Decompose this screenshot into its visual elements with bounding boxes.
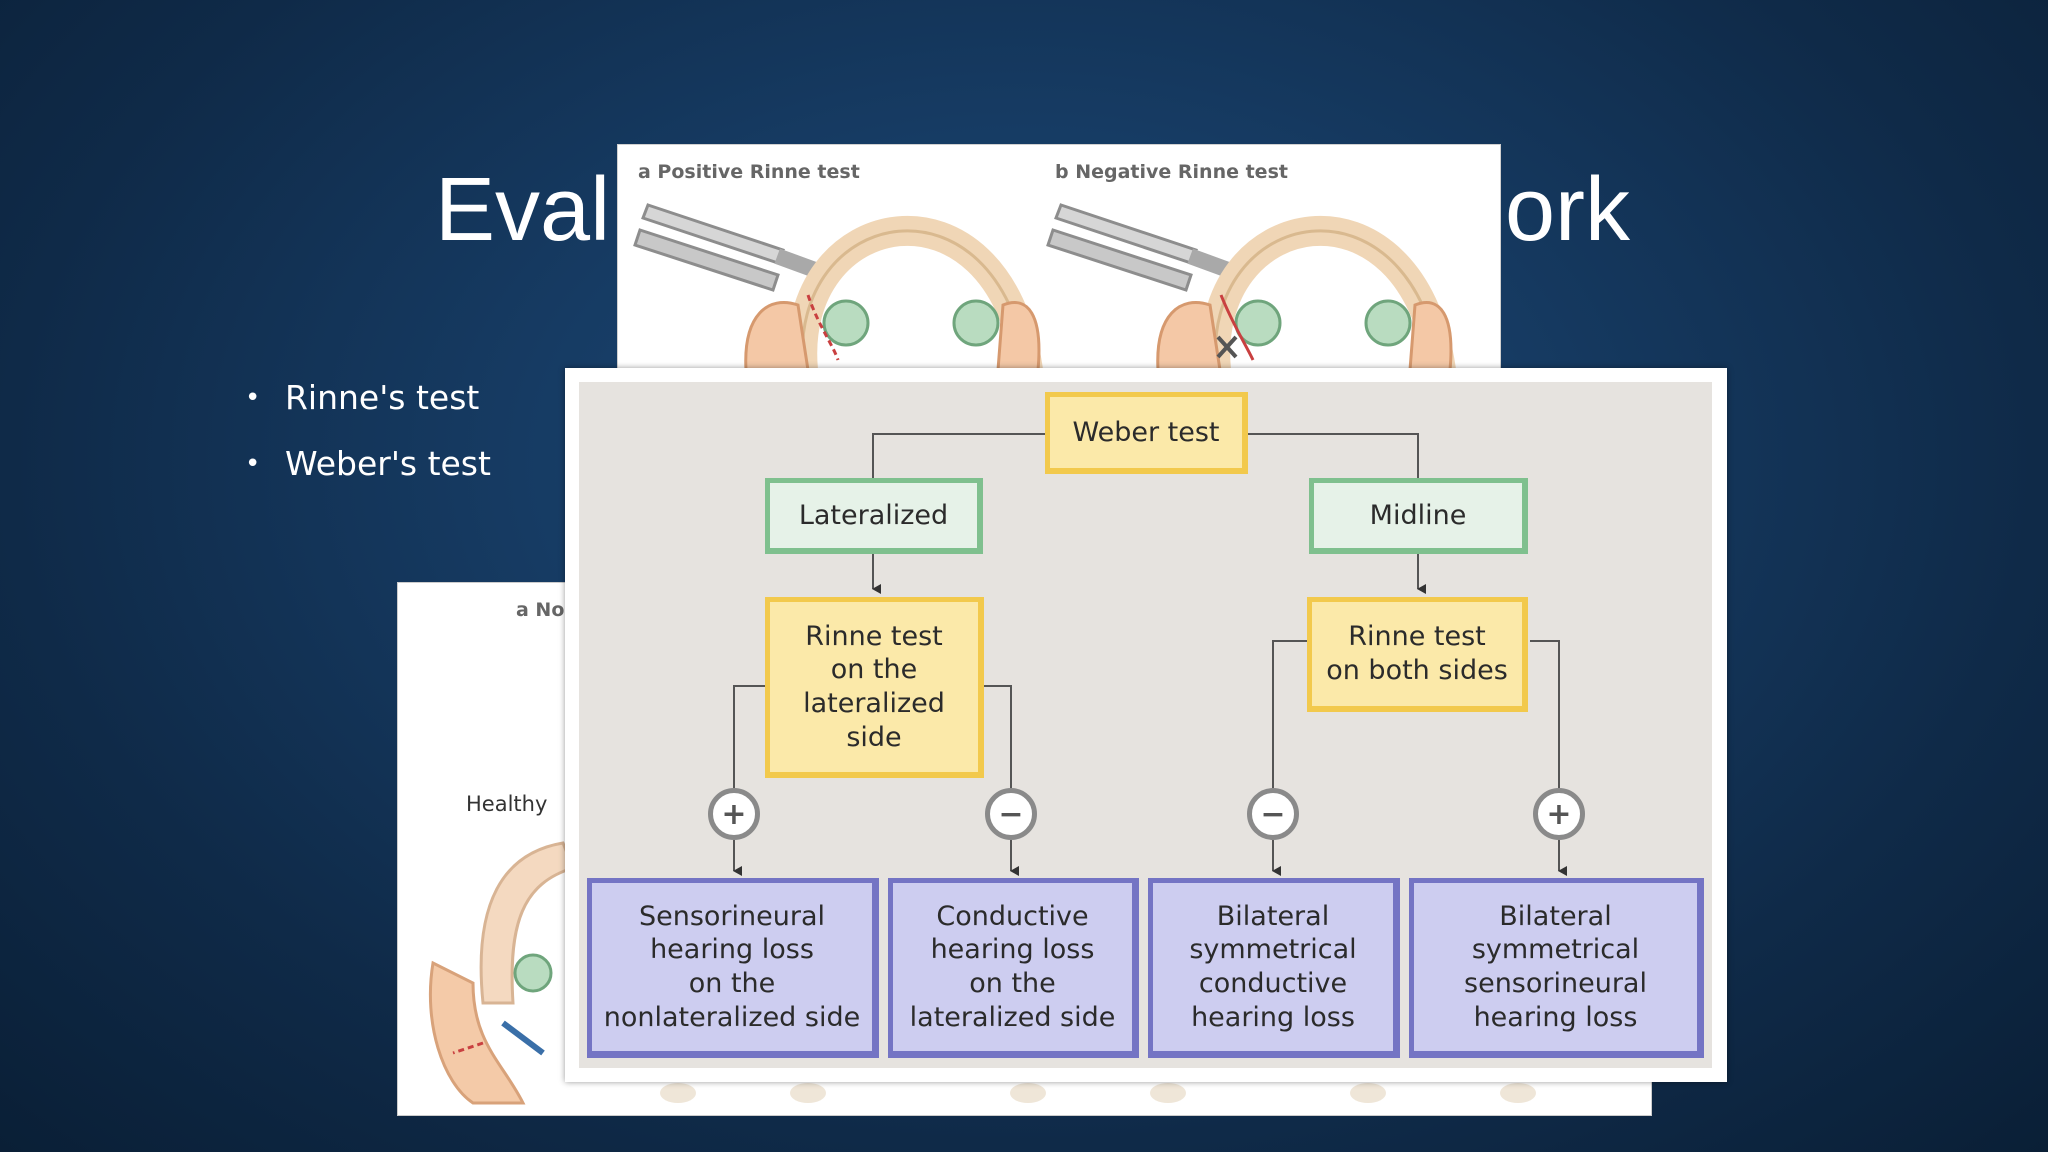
outcome-bilateral-conductive: Bilateral symmetrical conductive hearing… bbox=[1148, 878, 1400, 1058]
panel-b-label: b Negative Rinne test bbox=[1055, 161, 1288, 183]
tuning-fork-icon bbox=[1046, 203, 1231, 292]
bullet-item: Rinne's test bbox=[245, 365, 491, 431]
bottom-figure-fragments bbox=[648, 1083, 1648, 1113]
rinne-both-sides-node: Rinne test on both sides bbox=[1307, 597, 1528, 712]
top-figure-card: a Positive Rinne test b Negative Rinne t… bbox=[617, 144, 1501, 371]
outcome-conductive-lateralized: Conductive hearing loss on the lateraliz… bbox=[888, 878, 1139, 1058]
outcome-sensorineural-nonlateralized: Sensorineural hearing loss on the nonlat… bbox=[587, 878, 879, 1058]
title-right-fragment: ork bbox=[1505, 160, 1631, 260]
bullet-list: Rinne's test Weber's test bbox=[245, 365, 491, 497]
healthy-label: Healthy bbox=[466, 792, 548, 816]
rinne-illustration bbox=[633, 203, 1456, 370]
plus-icon: + bbox=[708, 788, 760, 840]
flowchart-connectors bbox=[733, 433, 1567, 876]
title-left-fragment: Eval bbox=[435, 160, 611, 260]
ear-illustration bbox=[428, 841, 576, 1105]
tuning-fork-icon bbox=[633, 203, 818, 292]
weber-flowchart: Weber test Lateralized Midline Rinne tes… bbox=[565, 368, 1727, 1082]
rinne-lateralized-node: Rinne test on the lateralized side bbox=[765, 597, 984, 778]
outcome-bilateral-sensorineural: Bilateral symmetrical sensorineural hear… bbox=[1409, 878, 1704, 1058]
panel-a-label: a Positive Rinne test bbox=[638, 161, 860, 183]
plus-icon: + bbox=[1533, 788, 1585, 840]
slide-title: Eval ork bbox=[435, 165, 1630, 255]
bullet-item: Weber's test bbox=[245, 431, 491, 497]
bottom-panel-a-label: a No bbox=[516, 599, 565, 621]
weber-test-node: Weber test bbox=[1045, 392, 1248, 474]
minus-icon: − bbox=[985, 788, 1037, 840]
minus-icon: − bbox=[1247, 788, 1299, 840]
lateralized-node: Lateralized bbox=[765, 478, 983, 554]
midline-node: Midline bbox=[1309, 478, 1528, 554]
